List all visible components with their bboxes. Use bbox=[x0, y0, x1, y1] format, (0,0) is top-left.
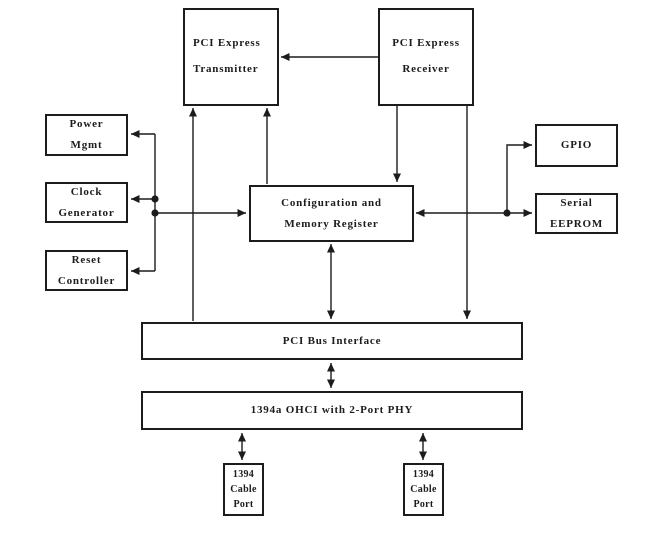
block-label: PCI Express Transmitter bbox=[193, 37, 261, 75]
block-power-mgmt: Power Mgmt bbox=[45, 114, 128, 156]
block-gpio: GPIO bbox=[535, 124, 618, 167]
block-label: Power Mgmt bbox=[69, 118, 104, 151]
block-clock-generator: Clock Generator bbox=[45, 182, 128, 223]
block-label: Configuration and Memory Register bbox=[281, 196, 382, 230]
block-label: Serial EEPROM bbox=[549, 196, 604, 230]
block-pci-express-transmitter: PCI Express Transmitter bbox=[183, 8, 279, 106]
block-pci-bus-interface: PCI Bus Interface bbox=[141, 322, 523, 360]
block-label: 1394a OHCI with 2-Port PHY bbox=[250, 404, 414, 417]
block-label: 1394 Cable Port bbox=[230, 469, 257, 510]
block-ohci-phy: 1394a OHCI with 2-Port PHY bbox=[141, 391, 523, 430]
block-label: PCI Bus Interface bbox=[282, 334, 382, 347]
block-serial-eeprom: Serial EEPROM bbox=[535, 193, 618, 234]
block-cable-port-2: 1394 Cable Port bbox=[403, 463, 444, 516]
block-config-memory-register: Configuration and Memory Register bbox=[249, 185, 414, 242]
junction-dot bbox=[151, 195, 159, 203]
block-label: 1394 Cable Port bbox=[410, 469, 437, 510]
junction-dot bbox=[503, 209, 511, 217]
block-cable-port-1: 1394 Cable Port bbox=[223, 463, 264, 516]
left-bus-rail bbox=[131, 130, 246, 275]
right-bus-rail bbox=[416, 141, 532, 217]
junction-dot bbox=[151, 209, 159, 217]
block-label: Reset Controller bbox=[57, 253, 116, 287]
block-reset-controller: Reset Controller bbox=[45, 250, 128, 291]
block-label: Clock Generator bbox=[58, 185, 115, 219]
block-label: PCI Express Receiver bbox=[392, 37, 460, 75]
block-pci-express-receiver: PCI Express Receiver bbox=[378, 8, 474, 106]
block-label: GPIO bbox=[560, 139, 593, 152]
